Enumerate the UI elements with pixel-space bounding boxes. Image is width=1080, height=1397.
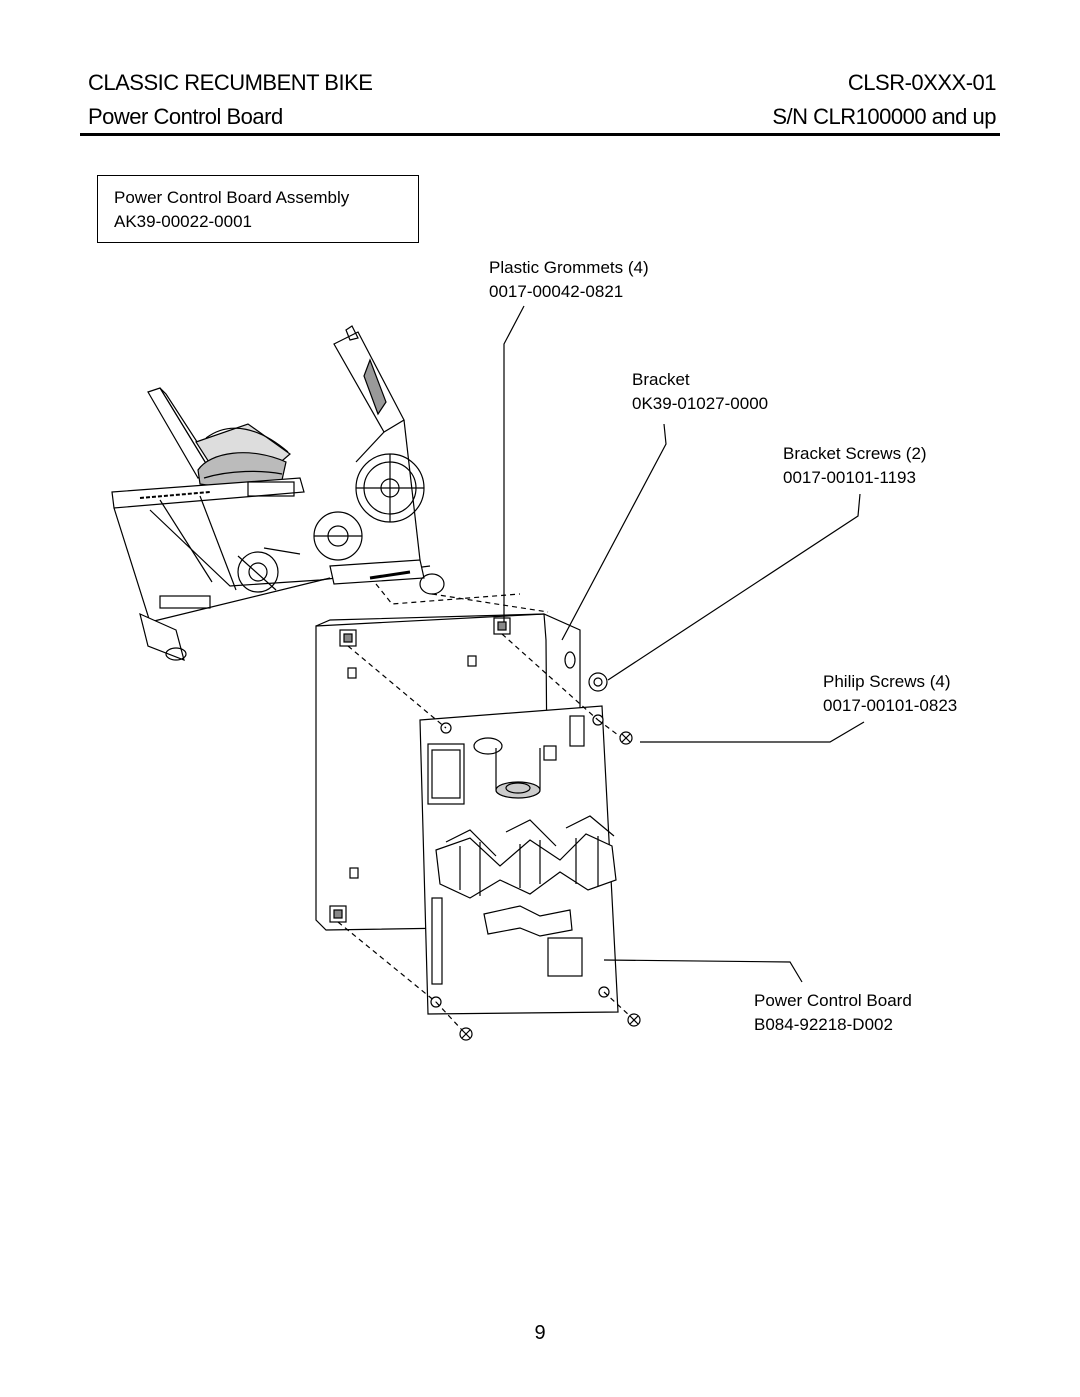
assembly-part-number: AK39-00022-0001 bbox=[114, 212, 253, 231]
assembly-label: Power Control Board Assembly AK39-00022-… bbox=[114, 186, 349, 234]
callout-bracket: Bracket 0K39-01027-0000 bbox=[632, 368, 768, 416]
header-rule bbox=[80, 133, 1000, 136]
assembly-box bbox=[97, 175, 419, 243]
callout-power-control-board: Power Control Board B084-92218-D002 bbox=[754, 989, 912, 1037]
bracket-screws-part-number: 0017-00101-1193 bbox=[783, 468, 916, 487]
grommets-name: Plastic Grommets (4) bbox=[489, 258, 649, 277]
bike-illustration bbox=[111, 325, 549, 661]
callout-philip-screws: Philip Screws (4) 0017-00101-0823 bbox=[823, 670, 957, 718]
document-title: CLASSIC RECUMBENT BIKE bbox=[88, 70, 373, 95]
philip-screws bbox=[459, 731, 641, 1041]
grommets-part-number: 0017-00042-0821 bbox=[489, 282, 624, 301]
assembly-lines bbox=[337, 633, 631, 1031]
power-control-board bbox=[419, 705, 619, 1015]
philip-screws-name: Philip Screws (4) bbox=[823, 672, 951, 691]
model-number: CLSR-0XXX-01 bbox=[847, 70, 997, 95]
bracket-screws-name: Bracket Screws (2) bbox=[783, 444, 927, 463]
section-title: Power Control Board bbox=[88, 104, 283, 129]
power-board-part-number: B084-92218-D002 bbox=[754, 1015, 893, 1034]
callout-plastic-grommets: Plastic Grommets (4) 0017-00042-0821 bbox=[489, 256, 649, 304]
assembly-name: Power Control Board Assembly bbox=[114, 188, 350, 207]
bracket-part-number: 0K39-01027-0000 bbox=[632, 394, 769, 413]
power-board-name: Power Control Board bbox=[754, 991, 912, 1010]
callout-bracket-screws: Bracket Screws (2) 0017-00101-1193 bbox=[783, 442, 927, 490]
leader-lines bbox=[503, 305, 865, 983]
philip-screws-part-number: 0017-00101-0823 bbox=[823, 696, 958, 715]
bracket-name: Bracket bbox=[632, 370, 690, 389]
page-number: 9 bbox=[534, 1322, 546, 1344]
serial-range: S/N CLR100000 and up bbox=[772, 104, 996, 129]
